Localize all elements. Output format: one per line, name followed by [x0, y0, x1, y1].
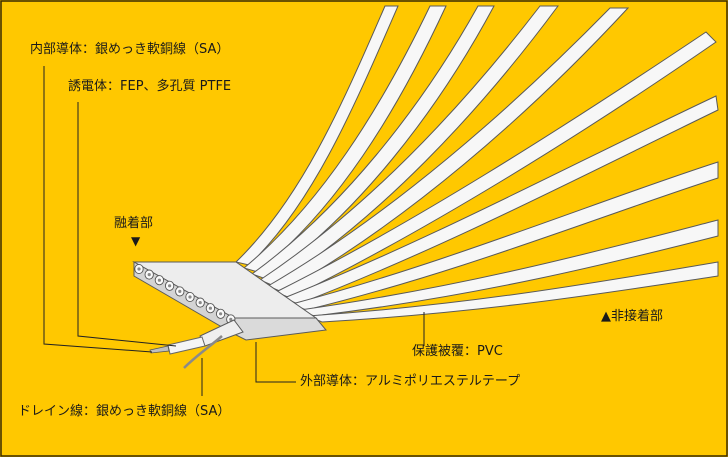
- cable-strip: [298, 219, 719, 317]
- cable-strip: [234, 5, 399, 266]
- leader-lines: [43, 66, 425, 396]
- conductor-end-core: [168, 284, 172, 288]
- leader-inner-conductor: [43, 66, 153, 353]
- conductor-end-core: [229, 317, 233, 321]
- label-fused-part: 融着部: [114, 216, 154, 231]
- conductor-end-core: [198, 301, 202, 305]
- cable-strip: [266, 7, 630, 293]
- cable-strip: [290, 161, 719, 311]
- conductor-end-core: [188, 295, 192, 299]
- cable-strip: [258, 5, 559, 287]
- leader-dielectric: [77, 102, 177, 347]
- fused-marker-icon: ▼: [131, 234, 141, 248]
- cable-strip: [274, 31, 717, 299]
- conductor-end-core: [147, 273, 151, 277]
- label-non-bonded: ▲非接着部: [601, 309, 663, 324]
- label-inner-conductor: 内部導体：銀めっき軟銅線（SA）: [30, 42, 230, 57]
- label-dielectric: 誘電体：FEP、多孔質 PTFE: [68, 79, 232, 94]
- conductor-end-core: [178, 289, 182, 293]
- conductor-end-core: [137, 267, 141, 271]
- conductor-end-core: [157, 278, 161, 282]
- inner-conductor-wire: [149, 345, 170, 354]
- cable-strip: [282, 95, 719, 305]
- stripped-end: [149, 319, 244, 369]
- dielectric-core: [167, 336, 206, 355]
- conductor-end-core: [219, 312, 223, 316]
- label-drain-wire: ドレイン線：銀めっき軟銅線（SA）: [18, 404, 231, 419]
- drain-wire: [183, 335, 223, 369]
- conductor-end-core: [208, 306, 212, 310]
- label-jacket: 保護被覆：PVC: [412, 344, 503, 359]
- cable-strips: [234, 5, 719, 323]
- cable-strip: [250, 5, 495, 280]
- label-outer-conductor: 外部導体：アルミポリエステルテープ: [300, 374, 521, 389]
- cable-strip: [242, 5, 447, 273]
- leader-outer-conductor: [255, 342, 296, 383]
- cable-strip: [307, 261, 719, 323]
